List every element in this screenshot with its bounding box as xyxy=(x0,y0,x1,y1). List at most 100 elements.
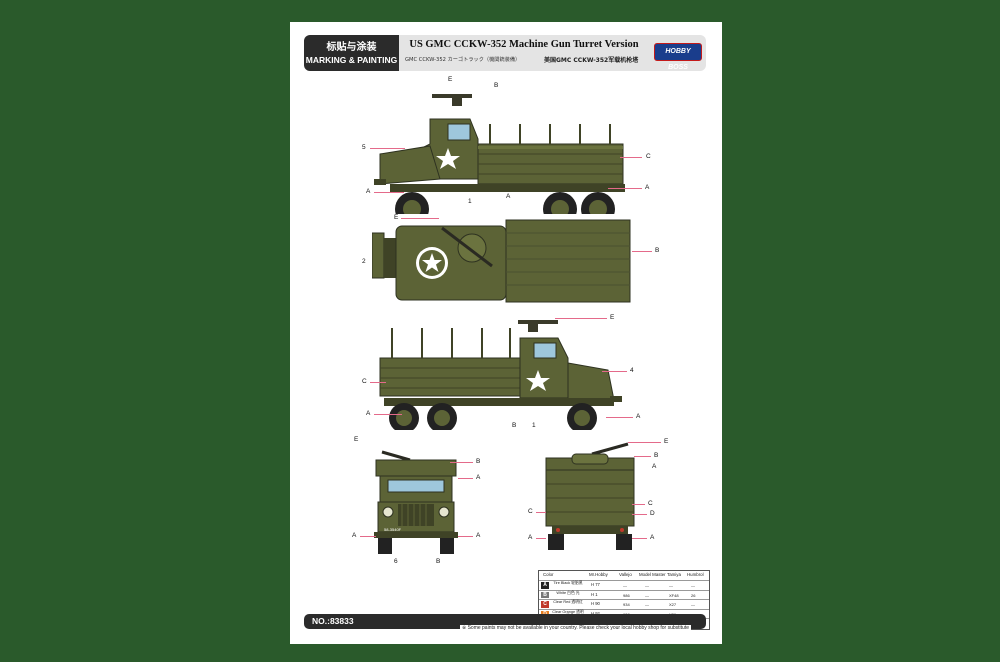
page-title: US GMC CCKW-352 Machine Gun Turret Versi… xyxy=(409,39,639,50)
leader-line xyxy=(360,536,376,537)
swatch-a: A xyxy=(541,582,549,589)
table-header-model-master: Model Master xyxy=(639,572,666,577)
color-name: Clear Red 透明红 xyxy=(553,600,583,605)
instruction-sheet: 标贴与涂装 MARKING & PAINTING US GMC CCKW-352… xyxy=(290,22,722,644)
callout-b-top: B xyxy=(655,247,660,254)
humbrol-code: 26 xyxy=(691,592,696,598)
callout-c-side2: C xyxy=(362,378,367,385)
paint-availability-note: ※ Some paints may not be available in yo… xyxy=(460,625,691,631)
callout-a-side2-left: A xyxy=(366,410,371,417)
callout-a-rear-upper: A xyxy=(652,463,657,470)
kit-number: NO.:83833 xyxy=(312,616,354,626)
table-header-humbrol: Humbrol xyxy=(687,572,704,577)
hobbyboss-logo: HOBBY BOSS xyxy=(654,43,702,71)
leader-line xyxy=(401,218,439,219)
leader-line xyxy=(458,536,473,537)
leader-line xyxy=(608,188,642,189)
callout-a-front-upper: A xyxy=(476,474,481,481)
callout-6: 6 xyxy=(394,558,398,565)
vallejo-code: 986 xyxy=(623,592,630,598)
leader-line xyxy=(374,192,404,193)
callout-a-side1-left: A xyxy=(366,188,371,195)
callout-a-side2-right: A xyxy=(636,413,641,420)
subtitle-cn: 美国GMC CCKW-352军载机枪塔 xyxy=(544,57,639,64)
leader-line xyxy=(606,417,633,418)
mm-code: — xyxy=(645,583,649,588)
callout-a-rear-right: A xyxy=(650,534,655,541)
leader-line xyxy=(536,512,546,513)
color-name: Tire Black 轮胎黑 xyxy=(553,581,583,585)
leader-line xyxy=(370,148,405,149)
callout-b-front-bottom: B xyxy=(436,558,441,565)
table-header-mrhobby: Mr.Hobby xyxy=(589,572,608,577)
mm-code: — xyxy=(645,592,649,598)
mrhobby-code: H 77 xyxy=(591,582,600,587)
leader-line xyxy=(634,456,651,457)
vallejo-code: — xyxy=(623,583,627,588)
leader-line xyxy=(555,318,607,319)
table-header-tamiya: Tamiya xyxy=(667,572,681,577)
callout-a-top: A xyxy=(506,193,511,200)
tamiya-code: — xyxy=(669,583,673,588)
callout-c-rear-left: C xyxy=(528,508,533,515)
leader-line xyxy=(632,538,647,539)
tamiya-code: X27 xyxy=(669,602,677,608)
leader-line xyxy=(628,442,661,443)
callout-c-rear-right: C xyxy=(648,500,653,507)
leader-line xyxy=(602,371,627,372)
callout-a-front-left: A xyxy=(352,532,357,539)
leader-line xyxy=(632,251,652,252)
header-left-block: 标贴与涂装 MARKING & PAINTING xyxy=(304,35,399,71)
callout-e-front: E xyxy=(354,436,359,443)
leader-line xyxy=(632,514,647,515)
callout-a-rear-left: A xyxy=(528,534,533,541)
leader-line xyxy=(536,538,546,539)
table-header-vallejo: Vallejo xyxy=(619,572,632,577)
truck-side-view-left xyxy=(374,94,625,214)
leader-line xyxy=(458,478,473,479)
header-bar: 标贴与涂装 MARKING & PAINTING US GMC CCKW-352… xyxy=(304,35,706,71)
truck-front-view: 58-3540F xyxy=(374,450,458,554)
truck-top-view xyxy=(372,219,631,303)
humbrol-code: — xyxy=(691,583,695,588)
swatch-c: C xyxy=(541,601,549,608)
bumper-number: 58-3540F xyxy=(384,527,402,532)
truck-side-view-right xyxy=(379,320,622,430)
callout-e-rear: E xyxy=(664,438,669,445)
callout-e-side2: E xyxy=(610,314,615,321)
mrhobby-code: H 90 xyxy=(591,601,600,607)
callout-a-front-right: A xyxy=(476,532,481,539)
table-row: C Clear Red 透明红 H 90 934 — X27 — xyxy=(539,599,709,609)
mm-code: — xyxy=(645,602,649,608)
callout-b-side2: B xyxy=(512,422,517,429)
mrhobby-code: H 1 xyxy=(591,591,598,597)
header-cn-title: 标贴与涂装 xyxy=(326,42,377,53)
header-middle-block: US GMC CCKW-352 Machine Gun Turret Versi… xyxy=(399,35,649,71)
leader-line xyxy=(370,382,386,383)
callout-5: 5 xyxy=(362,144,366,151)
humbrol-code: — xyxy=(691,602,695,608)
callout-1-side2: 1 xyxy=(532,422,536,429)
swatch-b: B xyxy=(541,591,549,599)
tamiya-code: XF48 xyxy=(669,592,679,598)
table-header-color: Color xyxy=(543,572,554,577)
callout-4: 4 xyxy=(630,367,634,374)
callout-b-front: B xyxy=(476,458,481,465)
callout-b-rear: B xyxy=(654,452,659,459)
callout-1-side1: 1 xyxy=(468,198,472,205)
callout-2: 2 xyxy=(362,258,366,265)
leader-line xyxy=(374,414,402,415)
callout-d-rear: D xyxy=(650,510,655,517)
callout-e-side1: E xyxy=(448,76,453,83)
leader-line xyxy=(620,157,642,158)
mrhobby-code: H 92 xyxy=(591,611,600,616)
callout-e-top: E xyxy=(394,214,399,221)
leader-line xyxy=(632,504,645,505)
callout-a-side1-right: A xyxy=(645,184,650,191)
table-row: B White 白色 光 H 1 986 — XF48 26 xyxy=(539,589,709,600)
table-row: A Tire Black 轮胎黑 H 77 — — — — xyxy=(539,580,709,590)
callout-c-side1: C xyxy=(646,153,651,160)
truck-rear-view xyxy=(545,442,635,550)
callout-b-side1: B xyxy=(494,82,499,89)
header-logo-block: HOBBY BOSS xyxy=(649,35,706,71)
